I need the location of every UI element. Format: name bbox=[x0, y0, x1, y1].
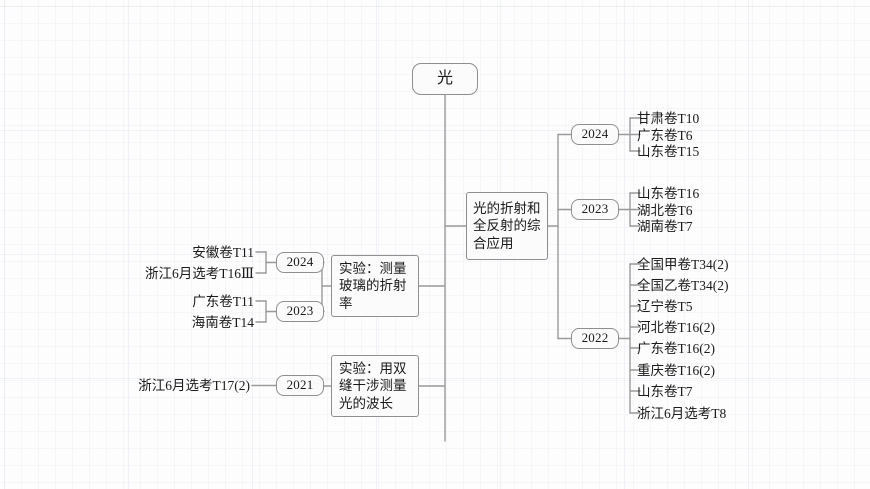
year-node-left-2021[interactable]: 2021 bbox=[276, 375, 324, 396]
topic-exp-wave-line-1: 实验：用双 bbox=[339, 361, 407, 377]
topic-exp-wave-line-2: 缝干涉测量 bbox=[339, 378, 407, 394]
root-node[interactable]: 光 bbox=[412, 63, 478, 95]
leaf-item[interactable]: 山东卷T16 bbox=[637, 186, 700, 201]
leaf-item[interactable]: 浙江6月选考T17(2) bbox=[138, 378, 250, 393]
topic-exp-wave-line-3: 光的波长 bbox=[339, 395, 393, 411]
year-node-right-2024[interactable]: 2024 bbox=[571, 124, 619, 145]
year-node-left-2023[interactable]: 2023 bbox=[276, 301, 324, 322]
leaf-item[interactable]: 广东卷T6 bbox=[637, 127, 693, 143]
year-label: 2024 bbox=[581, 126, 609, 142]
year-label: 2023 bbox=[581, 201, 609, 217]
leaf-item[interactable]: 广东卷T11 bbox=[192, 294, 254, 309]
leaf-item[interactable]: 全国甲卷T34(2) bbox=[637, 257, 729, 272]
year-label: 2023 bbox=[286, 303, 314, 319]
topic-refraction-text: 光的折射和 全反射的综 合应用 bbox=[473, 200, 541, 252]
topic-exp-index-line-1: 实验：测量 bbox=[339, 261, 407, 277]
leaf-item[interactable]: 山东卷T7 bbox=[637, 384, 693, 399]
topic-refraction-line-2: 全反射的综 bbox=[473, 218, 541, 234]
leaf-item[interactable]: 广东卷T16(2) bbox=[637, 341, 715, 356]
leaf-item[interactable]: 湖南卷T7 bbox=[637, 219, 693, 234]
leaf-item[interactable]: 海南卷T14 bbox=[191, 315, 254, 330]
topic-node-experiment-refractive-index[interactable]: 实验：测量 玻璃的折射 率 bbox=[331, 255, 419, 317]
leaf-item[interactable]: 甘肃卷T10 bbox=[637, 111, 700, 126]
leaf-item[interactable]: 山东卷T15 bbox=[637, 144, 700, 159]
leaf-item[interactable]: 重庆卷T16(2) bbox=[637, 363, 715, 378]
leaf-item[interactable]: 湖北卷T6 bbox=[637, 202, 693, 218]
leaf-item[interactable]: 河北卷T16(2) bbox=[637, 320, 715, 335]
root-label: 光 bbox=[436, 69, 453, 87]
year-node-right-2022[interactable]: 2022 bbox=[571, 328, 619, 349]
year-node-right-2023[interactable]: 2023 bbox=[571, 199, 619, 220]
topic-refraction-line-3: 合应用 bbox=[473, 235, 514, 251]
topic-exp-index-line-3: 率 bbox=[339, 295, 353, 311]
leaf-item[interactable]: 浙江6月选考T8 bbox=[637, 406, 727, 421]
year-label: 2024 bbox=[286, 254, 314, 270]
leaf-item[interactable]: 安徽卷T11 bbox=[192, 245, 254, 260]
topic-exp-wave-text: 实验：用双 缝干涉测量 光的波长 bbox=[339, 360, 411, 412]
topic-node-experiment-wavelength[interactable]: 实验：用双 缝干涉测量 光的波长 bbox=[331, 355, 419, 417]
year-node-left-2024[interactable]: 2024 bbox=[276, 252, 324, 273]
year-label: 2022 bbox=[581, 330, 609, 346]
topic-node-refraction[interactable]: 光的折射和 全反射的综 合应用 bbox=[466, 192, 548, 260]
topic-exp-index-line-2: 玻璃的折射 bbox=[339, 278, 407, 294]
leaf-item[interactable]: 全国乙卷T34(2) bbox=[637, 278, 729, 293]
topic-refraction-line-1: 光的折射和 bbox=[473, 201, 541, 217]
year-label: 2021 bbox=[286, 377, 314, 393]
leaf-item[interactable]: 辽宁卷T5 bbox=[637, 299, 693, 314]
leaf-item[interactable]: 浙江6月选考T16Ⅲ bbox=[144, 266, 254, 281]
topic-exp-index-text: 实验：测量 玻璃的折射 率 bbox=[339, 260, 411, 312]
